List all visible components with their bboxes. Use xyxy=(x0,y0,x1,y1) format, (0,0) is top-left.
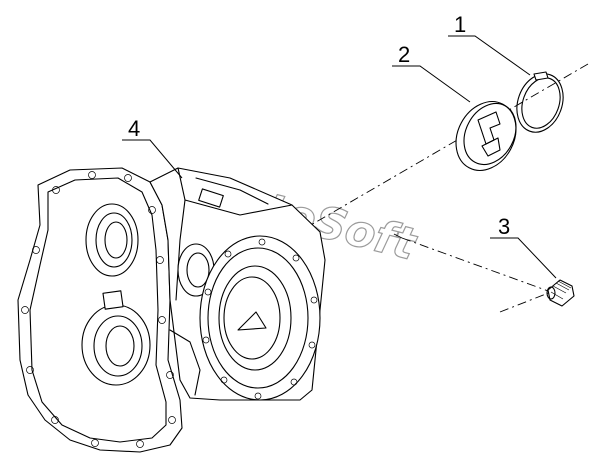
part-1-retaining-ring xyxy=(516,71,564,133)
assembly-axes xyxy=(279,63,589,313)
leader-lines xyxy=(122,35,557,279)
part-4-gearbox-housing xyxy=(17,167,326,453)
callout-1: 1 xyxy=(454,12,466,37)
front-flange-bolt-holes xyxy=(202,238,318,400)
part-3-threaded-plug xyxy=(546,279,575,307)
callout-3: 3 xyxy=(498,214,510,239)
flange-bolt-holes xyxy=(21,171,176,448)
callout-4: 4 xyxy=(128,116,140,141)
callout-2: 2 xyxy=(398,42,410,67)
part-2-cover-plate xyxy=(455,101,517,171)
